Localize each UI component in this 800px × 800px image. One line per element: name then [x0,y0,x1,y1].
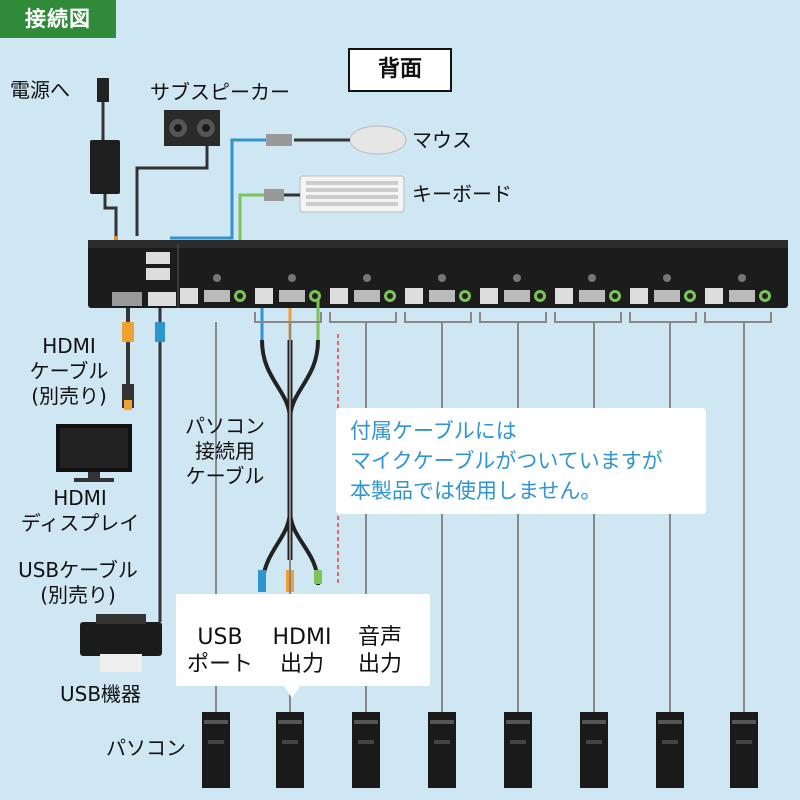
pc-tower-icon [428,712,456,788]
mic-cable-note: 付属ケーブルにはマイクケーブルがついていますが本製品では使用しません。 [336,408,706,514]
kvm-ports [112,252,176,306]
pc-tower-icon [580,712,608,788]
subspeaker-label: サブスピーカー [150,80,290,104]
subspeaker-icon [164,110,220,146]
cpu-port-group [255,274,321,304]
pc-tower-icon [656,712,684,788]
pointer-arrow [284,686,300,698]
usb-cable-label: USBケーブル(別売り) [18,558,138,607]
pc-tower-icon [276,712,304,788]
pc-tower-icon [504,712,532,788]
pc-tower-icon [352,712,380,788]
usb-device-icon [80,614,162,672]
mouse-icon [266,125,407,155]
power-adapter-icon [90,78,120,236]
keyboard-label: キーボード [412,182,512,206]
cpu-port-group [630,274,696,304]
cpu-port-group [705,274,771,304]
port-label-panel [176,594,430,686]
usb-device-label: USB機器 [60,682,142,706]
power-label: 電源へ [10,78,70,102]
pc-drop-line [629,312,697,712]
pc-tower-icon [202,712,230,788]
hdmi-display-icon [56,424,132,482]
pc-label: パソコン [106,736,186,760]
cpu-port-group [555,274,621,304]
pc-tower-icon [730,712,758,788]
cpu-port-group [330,274,396,304]
keyboard-icon [264,175,405,213]
pc-drop-line [479,312,547,712]
rear-panel-title: 背面 [348,48,452,92]
mouse-label: マウス [412,128,472,152]
pc-drop-line [704,312,772,712]
pc-cable-label: パソコン接続用ケーブル [185,414,265,488]
audio-out-label: 音声出力 [357,625,402,677]
cpu-port-group [180,274,246,304]
cpu-port-group [405,274,471,304]
diagram-tag: 接続図 [0,0,116,38]
pc-drop-line [554,312,622,712]
pc-drop-line [404,312,472,712]
cpu-port-group [480,274,546,304]
